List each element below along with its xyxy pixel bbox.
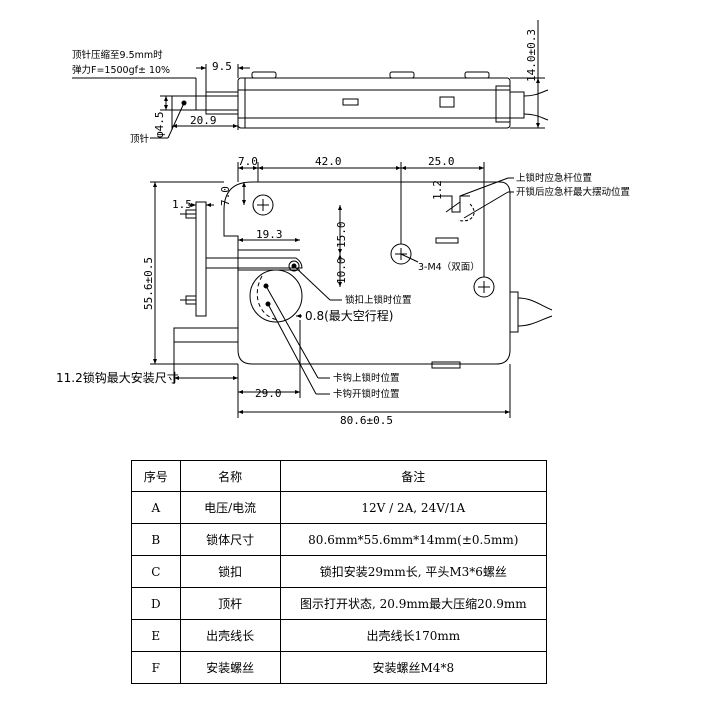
top-note-line1: 顶针压缩至9.5mm时 (72, 49, 163, 61)
top-view-body (237, 77, 511, 129)
row-name: 锁扣 (179, 555, 281, 588)
dim-7-0-horizontal: 7.0 (238, 155, 258, 168)
front-view (150, 162, 553, 418)
dim-25-0: 25.0 (428, 155, 455, 168)
top-note-line2: 弹力F=1500gf± 10% (72, 64, 170, 76)
dim-55-6: 55.6±0.5 (142, 257, 155, 310)
row-name: 锁体尺寸 (179, 523, 281, 556)
lock-body-outline (223, 181, 511, 365)
row-index: A (131, 491, 181, 524)
header-index: 序号 (131, 460, 181, 492)
row-index: B (131, 523, 181, 556)
row-name: 出壳线长 (179, 619, 281, 652)
dim-1-5: 1.5 (172, 198, 192, 211)
spec-table-header: 序号 名称 备注 (131, 460, 548, 492)
row-remark: 12V / 2A, 24V/1A (279, 491, 548, 524)
table-row: E 出壳线长 出壳线长170mm (131, 619, 548, 652)
label-screws-3-m4: 3-M4（双面） (418, 261, 480, 273)
row-name: 顶杆 (179, 587, 281, 620)
label-hook-open: 卡钩开锁时位置 (333, 388, 400, 400)
hook-circle (249, 269, 303, 323)
row-remark: 80.6mm*55.6mm*14mm(±0.5mm) (279, 523, 548, 556)
dim-7-0-vertical: 7.0 (219, 186, 232, 206)
dim-0-8-max-stroke: 0.8(最大空行程) (305, 308, 393, 323)
dim-1-2: 1.2 (431, 180, 444, 200)
header-remark: 备注 (279, 460, 548, 492)
top-view (72, 20, 549, 139)
dim-11-2-hook-install: 11.2锁钩最大安装尺寸 (56, 370, 179, 385)
dim-14-height: 14.0±0.3 (525, 29, 538, 82)
row-remark: 安装螺丝M4*8 (279, 651, 548, 684)
header-name: 名称 (179, 460, 281, 492)
hook-bracket (195, 201, 207, 317)
table-row: C 锁扣 锁扣安装29mm长, 平头M3*6螺丝 (131, 555, 548, 588)
dim-29-0: 29.0 (255, 387, 282, 400)
dim-42-0: 42.0 (315, 155, 342, 168)
row-remark: 出壳线长170mm (279, 619, 548, 652)
row-index: E (131, 619, 181, 652)
front-view-pin (173, 327, 239, 343)
label-upper-lock-lever: 上锁时应急杆位置 (516, 172, 592, 184)
row-index: C (131, 555, 181, 588)
dim-19-3: 19.3 (256, 228, 283, 241)
label-open-lever-max: 开锁后应急杆最大摆动位置 (516, 186, 630, 198)
dim-80-6: 80.6±0.5 (340, 414, 393, 427)
row-name: 电压/电流 (179, 491, 281, 524)
dim-20-9: 20.9 (190, 114, 217, 127)
row-remark: 图示打开状态, 20.9mm最大压缩20.9mm (279, 587, 548, 620)
dim-phi-4-5: φ4.5 (153, 112, 166, 139)
row-remark: 锁扣安装29mm长, 平头M3*6螺丝 (279, 555, 548, 588)
label-buckle-locked: 锁扣上锁时位置 (345, 294, 412, 306)
spec-table: 序号 名称 备注 A 电压/电流 12V / 2A, 24V/1A B 锁体尺寸… (131, 460, 548, 684)
dim-15-0: 15.0 (335, 222, 348, 249)
label-pin: 顶针 (130, 133, 150, 145)
dim-9-5: 9.5 (212, 60, 232, 73)
table-row: B 锁体尺寸 80.6mm*55.6mm*14mm(±0.5mm) (131, 523, 548, 556)
table-row: F 安装螺丝 安装螺丝M4*8 (131, 651, 548, 684)
row-index: F (131, 651, 181, 684)
table-row: A 电压/电流 12V / 2A, 24V/1A (131, 491, 548, 524)
label-hook-locked: 卡钩上锁时位置 (333, 372, 400, 384)
technical-drawing: 顶针压缩至9.5mm时 弹力F=1500gf± 10% 9.5 20.9 φ4.… (56, 20, 630, 427)
dim-10-0: 10.0 (335, 258, 348, 285)
row-index: D (131, 587, 181, 620)
table-row: D 顶杆 图示打开状态, 20.9mm最大压缩20.9mm (131, 587, 548, 620)
row-name: 安装螺丝 (179, 651, 281, 684)
screw-top-left (252, 194, 274, 216)
